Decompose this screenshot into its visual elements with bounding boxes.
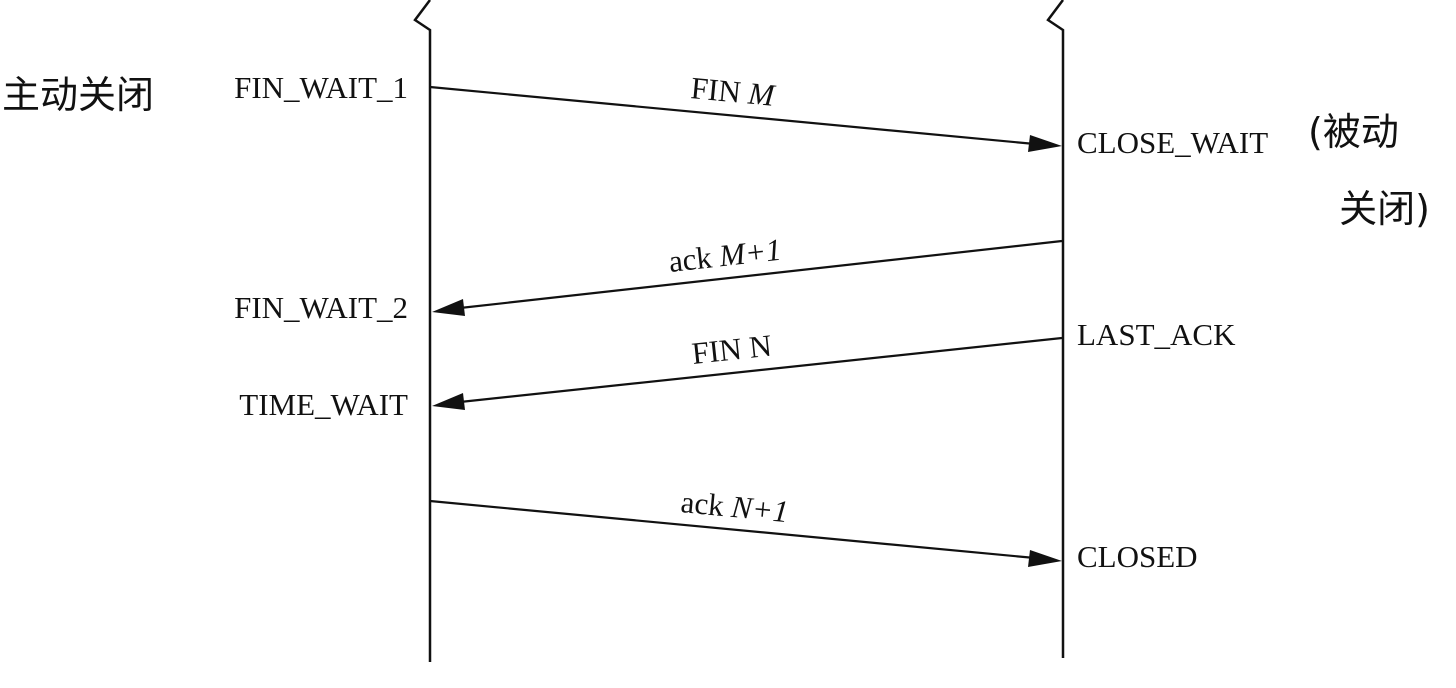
state-close-wait: CLOSE_WAIT bbox=[1077, 125, 1268, 160]
message-ack-m1-arrowhead bbox=[432, 299, 465, 316]
passive-close-annotation-line2: 关闭) bbox=[1339, 187, 1430, 231]
message-ack-n1-arrow bbox=[429, 499, 1036, 560]
state-last-ack: LAST_ACK bbox=[1077, 317, 1236, 352]
message-ack-m1-label: ack bbox=[667, 239, 721, 279]
message-fin-m-arrowhead bbox=[1028, 135, 1062, 152]
message-fin-m-seq: M bbox=[746, 75, 778, 113]
message-ack-n1-arrowhead bbox=[1028, 550, 1062, 567]
message-fin-n-arrowhead bbox=[432, 393, 465, 410]
svg-text:FIN M: FIN M bbox=[689, 70, 778, 113]
message-ack-n1-label: ack bbox=[679, 484, 733, 524]
active-close-annotation: 主动关闭 bbox=[2, 73, 154, 117]
passive-close-annotation-line1: (被动 bbox=[1308, 110, 1399, 154]
message-ack-m1: ack M+1 bbox=[432, 232, 1063, 316]
message-fin-n-arrow bbox=[459, 336, 1063, 404]
message-fin-n-label: FIN N bbox=[690, 328, 773, 371]
left-lifeline bbox=[413, 0, 432, 662]
message-fin-m-label: FIN bbox=[689, 70, 750, 110]
right-lifeline bbox=[1046, 0, 1065, 658]
svg-text:ack N+1: ack N+1 bbox=[679, 484, 790, 529]
message-ack-n1-seq: N+1 bbox=[729, 489, 790, 529]
message-ack-m1-arrow bbox=[459, 239, 1063, 310]
state-closed: CLOSED bbox=[1077, 539, 1198, 574]
state-fin-wait-2: FIN_WAIT_2 bbox=[234, 290, 408, 325]
message-fin-m-arrow bbox=[429, 85, 1036, 146]
state-fin-wait-1: FIN_WAIT_1 bbox=[234, 70, 408, 105]
message-ack-n1: ack N+1 bbox=[429, 484, 1062, 567]
message-fin-n: FIN N bbox=[432, 328, 1063, 410]
message-fin-m: FIN M bbox=[429, 70, 1062, 152]
message-ack-m1-seq: M+1 bbox=[716, 232, 783, 274]
svg-text:ack M+1: ack M+1 bbox=[667, 232, 783, 279]
state-time-wait: TIME_WAIT bbox=[239, 387, 408, 422]
